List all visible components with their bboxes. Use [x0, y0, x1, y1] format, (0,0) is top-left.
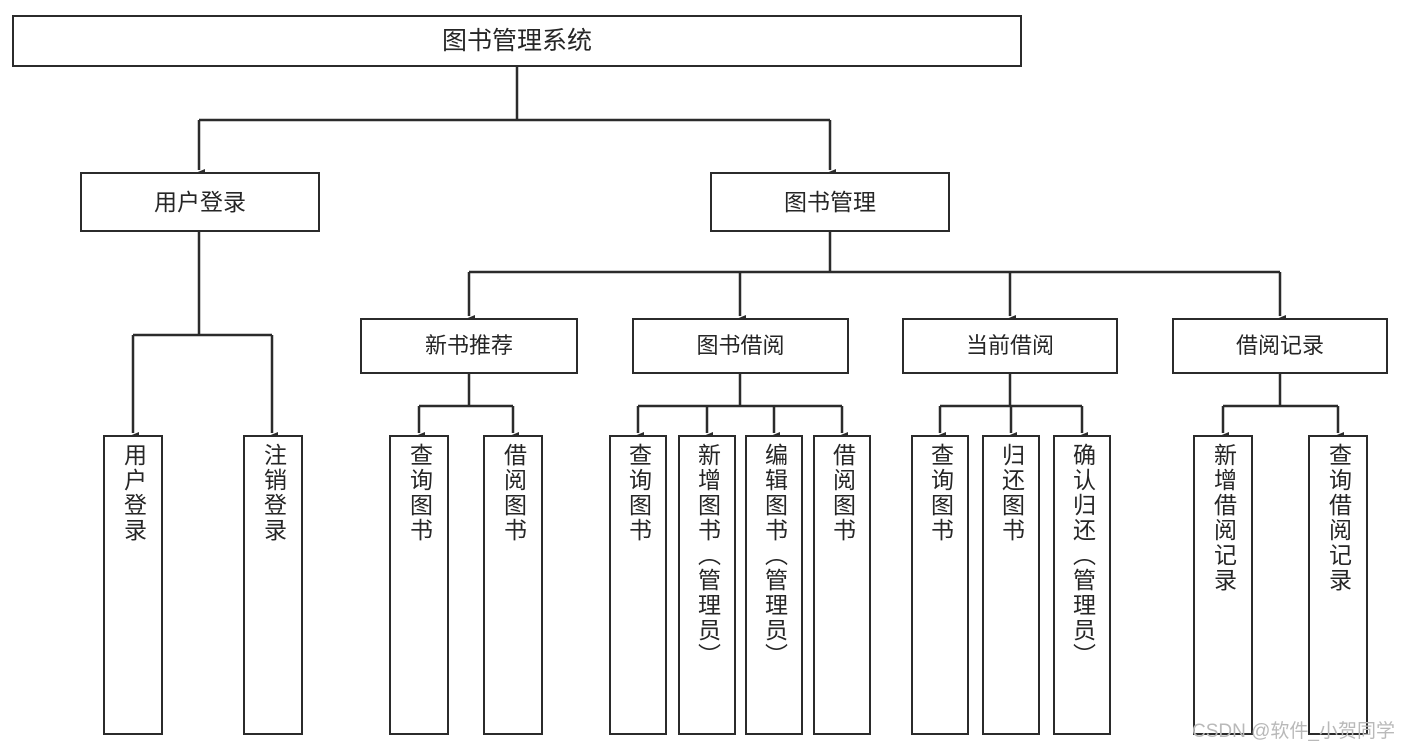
leaf-node-查询图书-8[interactable]: 查询图书 — [911, 435, 969, 735]
level1-node-用户登录-0[interactable]: 用户登录 — [80, 172, 320, 232]
node-label: 确认归还（管理员） — [1069, 443, 1096, 668]
leaf-node-查询借阅记录-12[interactable]: 查询借阅记录 — [1308, 435, 1368, 735]
node-label: 查询图书 — [927, 443, 954, 543]
node-label: 查询借阅记录 — [1325, 443, 1352, 593]
watermark-text: CSDN @软件_小贺同学 — [1192, 721, 1395, 742]
leaf-node-借阅图书-7[interactable]: 借阅图书 — [813, 435, 871, 735]
leaf-node-借阅图书-3[interactable]: 借阅图书 — [483, 435, 543, 735]
node-label: 查询图书 — [625, 443, 652, 543]
node-label: 注销登录 — [260, 443, 287, 543]
leaf-node-编辑图书-管理员-6[interactable]: 编辑图书（管理员） — [745, 435, 803, 735]
leaf-node-新增图书-管理员-5[interactable]: 新增图书（管理员） — [678, 435, 736, 735]
level2-node-当前借阅-2[interactable]: 当前借阅 — [902, 318, 1118, 374]
node-label: 编辑图书（管理员） — [761, 443, 788, 668]
leaf-node-查询图书-2[interactable]: 查询图书 — [389, 435, 449, 735]
leaf-node-注销登录-1[interactable]: 注销登录 — [243, 435, 303, 735]
leaf-node-确认归还-管理员-10[interactable]: 确认归还（管理员） — [1053, 435, 1111, 735]
node-label: 图书借阅 — [696, 333, 785, 359]
level1-node-图书管理-1[interactable]: 图书管理 — [710, 172, 950, 232]
node-label: 借阅记录 — [1235, 333, 1324, 359]
node-label: 用户登录 — [120, 443, 147, 543]
leaf-node-归还图书-9[interactable]: 归还图书 — [982, 435, 1040, 735]
node-label: 图书管理系统 — [441, 26, 592, 55]
leaf-node-查询图书-4[interactable]: 查询图书 — [609, 435, 667, 735]
node-label: 新增图书（管理员） — [694, 443, 721, 668]
leaf-node-新增借阅记录-11[interactable]: 新增借阅记录 — [1193, 435, 1253, 735]
root-node-图书管理系统[interactable]: 图书管理系统 — [12, 15, 1022, 67]
node-label: 用户登录 — [154, 188, 246, 215]
level2-node-借阅记录-3[interactable]: 借阅记录 — [1172, 318, 1388, 374]
node-label: 归还图书 — [998, 443, 1025, 543]
node-label: 图书管理 — [784, 188, 876, 215]
node-label: 当前借阅 — [965, 333, 1054, 359]
node-label: 借阅图书 — [829, 443, 856, 543]
node-label: 新增借阅记录 — [1210, 443, 1237, 593]
level2-node-图书借阅-1[interactable]: 图书借阅 — [632, 318, 849, 374]
level2-node-新书推荐-0[interactable]: 新书推荐 — [360, 318, 578, 374]
node-label: 查询图书 — [406, 443, 433, 543]
node-label: 新书推荐 — [424, 333, 513, 359]
leaf-node-用户登录-0[interactable]: 用户登录 — [103, 435, 163, 735]
node-label: 借阅图书 — [500, 443, 527, 543]
